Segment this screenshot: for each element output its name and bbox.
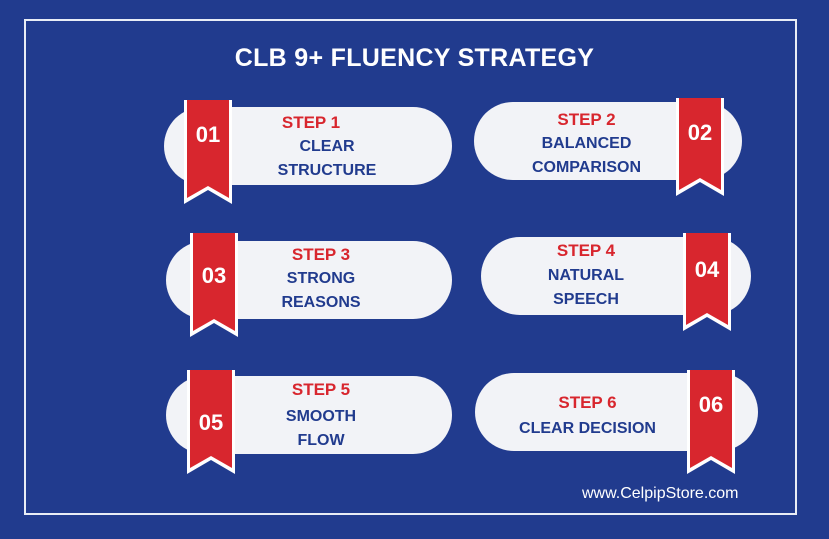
- step-line-2: REASONS: [281, 294, 361, 311]
- page-title: CLB 9+ FLUENCY STRATEGY: [234, 44, 595, 72]
- step-line-1: NATURAL: [547, 267, 625, 284]
- ribbon-shape: [187, 370, 235, 474]
- step-label: STEP 3: [291, 245, 351, 264]
- step-number: 05: [198, 410, 224, 435]
- ribbon-badge: 04: [683, 233, 731, 335]
- step-number: 04: [694, 257, 720, 282]
- step-number: 06: [698, 392, 724, 417]
- ribbon-shape: [184, 100, 232, 204]
- step-line-1: STRONG: [286, 270, 356, 287]
- ribbon-shape: [683, 233, 731, 331]
- ribbon-badge: 01: [184, 100, 232, 210]
- step-number: 03: [201, 263, 227, 288]
- website-url: www.CelpipStore.com: [582, 485, 739, 502]
- step-label: STEP 1: [281, 113, 341, 132]
- ribbon-shape: [687, 370, 735, 474]
- step-label: STEP 5: [291, 380, 351, 399]
- step-label: STEP 4: [556, 241, 616, 260]
- step-line-2: COMPARISON: [531, 159, 642, 176]
- ribbon-shape: [190, 233, 238, 337]
- step-line-2: STRUCTURE: [277, 162, 377, 179]
- step-number: 01: [195, 122, 221, 147]
- border-frame: [24, 19, 797, 515]
- step-label: STEP 2: [557, 110, 616, 129]
- step-line-1: CLEAR: [299, 138, 355, 155]
- step-line-1: SMOOTH: [285, 408, 357, 425]
- ribbon-badge: 02: [676, 98, 724, 200]
- ribbon-badge: 06: [687, 370, 735, 480]
- ribbon-badge: 03: [190, 233, 238, 343]
- step-line-1: BALANCED: [541, 135, 632, 152]
- ribbon-badge: 05: [187, 370, 235, 480]
- step-number: 02: [687, 120, 713, 145]
- ribbon-shape: [676, 98, 724, 196]
- step-line-2: FLOW: [297, 432, 345, 449]
- step-line-1: CLEAR DECISION: [519, 420, 656, 437]
- step-label: STEP 6: [558, 393, 617, 412]
- step-line-2: SPEECH: [553, 291, 619, 308]
